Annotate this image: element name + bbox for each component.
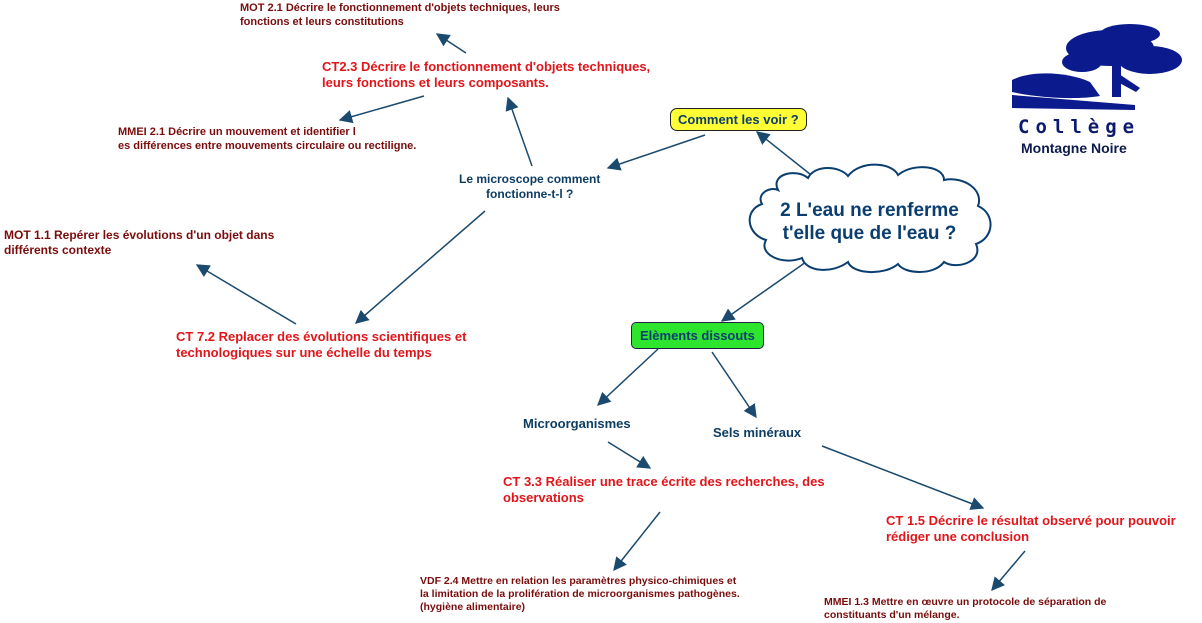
node-microscope: Le microscope comment fonctionne-t-l ? (459, 172, 601, 201)
link-ct15-mmei13 (991, 550, 1026, 592)
link-comment-microscope (606, 134, 706, 171)
link-ct23-mmei21 (338, 95, 425, 124)
comment-les-voir-box: Comment les voir ? (670, 108, 807, 131)
link-micro-ct33 (607, 441, 652, 469)
node-mmei-1-3: MMEI 1.3 Mettre en œuvre un protocole de… (824, 596, 1107, 622)
elements-dissouts-box: Elèments dissouts (631, 322, 764, 349)
node-microorganismes: Microorganismes (523, 416, 631, 431)
node-mot-2-1: MOT 2.1 Décrire le fonctionnement d'obje… (240, 2, 560, 28)
logo-college-text: Collège (1018, 116, 1141, 138)
link-ct72-mot11 (195, 264, 297, 325)
node-sels-mineraux: Sels minéraux (713, 425, 802, 440)
link-microscope-ct72 (354, 210, 486, 324)
link-microscope-ct23 (505, 96, 533, 167)
node-mmei-2-1: MMEI 2.1 Décrire un mouvement et identif… (118, 126, 417, 152)
link-elements-sels (711, 351, 757, 419)
link-ct23-mot21 (435, 33, 467, 54)
college-tree-logo (1012, 24, 1182, 110)
link-elements-micro (597, 348, 659, 406)
logo-montagne-noire-text: Montagne Noire (1021, 140, 1127, 156)
node-vdf-2-4: VDF 2.4 Mettre en relation les paramètre… (420, 575, 740, 614)
central-question: 2 L'eau ne renferme t'elle que de l'eau … (780, 200, 959, 244)
node-ct-3-3: CT 3.3 Réaliser une trace écrite des rec… (503, 474, 825, 506)
node-ct-2-3: CT2.3 Décrire le fonctionnement d'objets… (322, 59, 651, 91)
link-central-elements (720, 261, 807, 322)
central-cloud (748, 163, 992, 273)
node-ct-1-5: CT 1.5 Décrire le résultat observé pour … (886, 513, 1176, 545)
node-ct-7-2: CT 7.2 Replacer des évolutions scientifi… (176, 329, 467, 361)
link-ct33-vdf24 (613, 511, 661, 572)
link-sels-ct15 (821, 445, 985, 510)
node-mot-1-1: MOT 1.1 Repérer les évolutions d'un obje… (4, 228, 275, 257)
